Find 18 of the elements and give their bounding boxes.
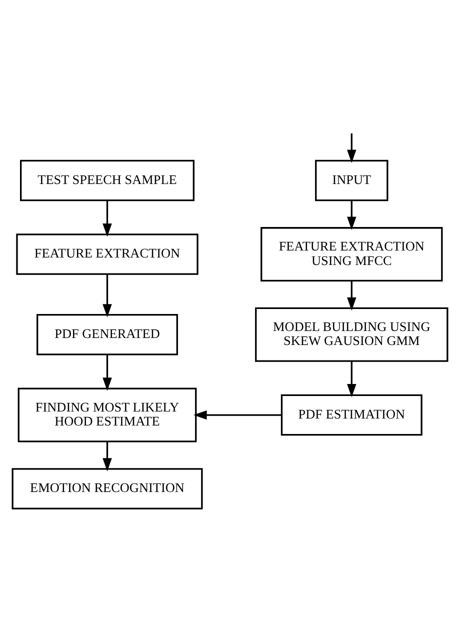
node-box: TEST SPEECH SAMPLE — [20, 160, 194, 202]
node-box: FEATURE EXTRACTION — [16, 234, 198, 275]
arrow — [347, 200, 356, 230]
arrow — [347, 281, 356, 311]
node-box: PDF GENERATED — [36, 314, 178, 356]
arrow — [347, 133, 356, 164]
arrow — [347, 361, 356, 398]
node-box: FINDING MOST LIKELY HOOD ESTIMATE — [18, 388, 197, 442]
arrow — [102, 200, 112, 237]
node-box: EMOTION RECOGNITION — [12, 468, 203, 510]
node-box: MODEL BUILDING USING SKEW GAUSION GMM — [255, 307, 448, 362]
node-box: PDF ESTIMATION — [280, 394, 422, 436]
node-box: INPUT — [315, 160, 388, 202]
arrow — [102, 442, 112, 472]
arrow — [102, 354, 112, 391]
arrow — [194, 410, 282, 420]
arrow — [102, 274, 112, 318]
node-box: FEATURE EXTRACTION USING MFCC — [260, 227, 443, 282]
